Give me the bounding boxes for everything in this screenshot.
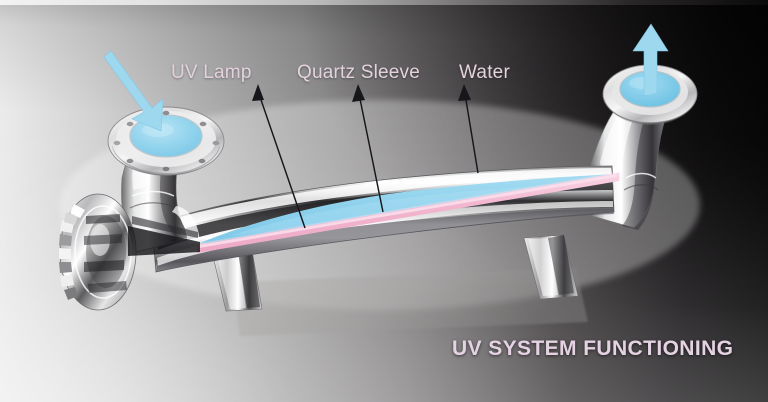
flange-bolt-holes [113,110,220,172]
diagram-title: UV SYSTEM FUNCTIONING [452,337,734,360]
knurl-teeth [59,204,85,300]
outlet-arrow [632,23,669,97]
base-shadow-plate [232,268,588,336]
cap-body-gap [128,216,200,256]
support-leg-right [523,234,579,300]
leader-quartz-sleeve [352,84,384,213]
top-highlight-strip [0,0,768,5]
uv-lamp-rod [197,173,619,253]
leader-uv-lamp [252,84,306,229]
leader-water [458,84,479,174]
knurled-end-cap [59,193,137,311]
label-uv-lamp: UV Lamp [171,62,252,83]
label-quartz-sleeve: Quartz Sleeve [297,62,420,83]
label-water: Water [459,62,510,83]
inlet-arrow [103,50,164,132]
